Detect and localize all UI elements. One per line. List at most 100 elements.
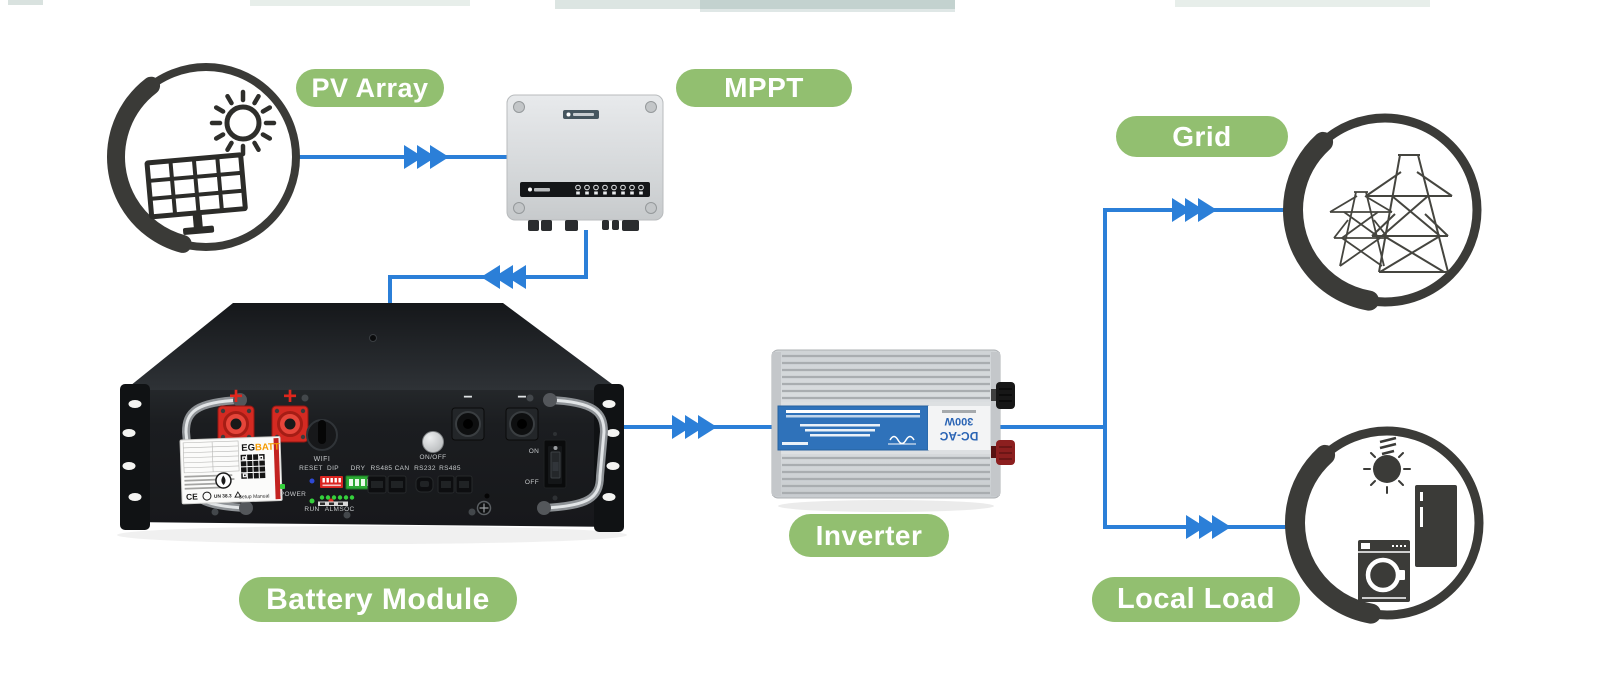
label-grid-text: Grid: [1172, 120, 1232, 152]
mppt-device: [506, 94, 664, 231]
mppt-bottom-connectors: [528, 220, 639, 231]
on-off-button: [422, 431, 444, 453]
arrow-mppt-to-battery: [481, 265, 526, 289]
mppt-corner-screws: [513, 101, 657, 214]
panel-hole: [484, 493, 490, 499]
plus-mark: +: [283, 383, 297, 410]
battery-console: RESET DIP DRY RS485 CAN RS232 RS485 POWE…: [211, 394, 567, 519]
soc-led-bar: [318, 495, 355, 506]
inverter-device: DC-AC 300W: [771, 349, 1015, 512]
inverter-shadow: [778, 500, 994, 512]
reset-led: [309, 478, 315, 484]
mppt-logo-badge: [563, 110, 599, 119]
rs485-label: RS485: [439, 465, 461, 472]
rs232-port: [415, 476, 434, 493]
rs485-ports: [437, 475, 473, 494]
inverter-dc-terminal-black: [991, 382, 1015, 409]
mppt-indicator-strip: [520, 182, 650, 197]
brand-logo: EGBATT: [241, 442, 280, 454]
grid-circle-crescent: [1283, 108, 1487, 312]
sticker-red-strip: [273, 438, 281, 500]
rs485-can-label: RS485 CAN: [370, 465, 409, 472]
battery-positive-terminal: [217, 405, 255, 443]
battery-top-face: [125, 303, 620, 390]
run-led: [309, 498, 315, 504]
dip-label: DIP: [327, 465, 339, 472]
arrow-pv-to-mppt: [404, 145, 449, 169]
setup-manual-label: Setup Manual: [239, 493, 270, 500]
arrow-to-grid: [1172, 198, 1217, 222]
solar-panel-icon: [144, 152, 248, 235]
label-battery-module: Battery Module: [239, 577, 517, 622]
rs485-can-ports: [367, 475, 407, 494]
load-circle-crescent: [1285, 421, 1489, 625]
battery-negative-terminal: [451, 407, 485, 441]
un-mark: UN 38.3: [214, 493, 232, 500]
label-battery-module-text: Battery Module: [266, 582, 490, 616]
label-inverter-text: Inverter: [815, 519, 923, 551]
battery-negative-terminal: [505, 407, 539, 441]
sticker-spec-table: [182, 440, 240, 474]
arrow-battery-to-inverter: [672, 415, 717, 439]
cert-circle-icon: [202, 491, 212, 501]
washing-machine-icon: [1358, 540, 1410, 602]
transmission-tower-large: [1365, 154, 1453, 273]
inverter-dc-terminal-red: [991, 440, 1015, 465]
plus-mark: +: [229, 383, 243, 410]
refrigerator-icon: [1415, 485, 1457, 567]
label-local-load: Local Load: [1092, 577, 1300, 622]
inverter-blue-label: [777, 405, 929, 451]
breaker-switch: [543, 432, 567, 501]
wifi-antenna: [306, 419, 338, 451]
inverter-endcap-left: [772, 352, 781, 496]
dip-switch-block: [320, 476, 343, 488]
grid-icon: [1283, 108, 1487, 312]
battery-ear-holes: [122, 400, 620, 501]
label-inverter: Inverter: [789, 514, 949, 557]
sun-icon: [209, 89, 277, 157]
battery-sticker: EGBATT CE UN 38.3 Setup Manual: [179, 436, 283, 505]
label-local-load-text: Local Load: [1116, 583, 1276, 615]
rs232-label: RS232: [414, 465, 436, 472]
label-mppt: MPPT: [676, 69, 852, 107]
ground-screw: [476, 500, 492, 516]
wire-junction-to-grid: [1103, 208, 1289, 427]
local-load-icon: [1285, 421, 1489, 625]
power-label: POWER: [280, 491, 307, 498]
breaker-on-label: ON: [529, 448, 540, 455]
pv-circle-crescent: [107, 58, 305, 256]
arrow-to-load: [1186, 515, 1231, 539]
transmission-tower-small: [1329, 191, 1393, 267]
pv-array-icon: [107, 58, 305, 256]
battery-shadow: [117, 526, 627, 544]
on-off-button-label: ON/OFF: [420, 454, 447, 461]
soc-label: SOC: [339, 506, 354, 513]
reset-label: RESET: [299, 465, 323, 472]
flame-cert-icon: [215, 472, 232, 489]
qr-code: [240, 454, 266, 479]
inverter-white-label: DC-AC 300W: [928, 406, 990, 450]
label-pv-array-text: PV Array: [311, 72, 429, 103]
label-grid: Grid: [1116, 116, 1288, 157]
battery-device: + + − − WIFI ON/OFF: [117, 303, 627, 544]
inverter-type-label: DC-AC: [939, 429, 978, 443]
inverter-endcap-right: [991, 352, 1000, 496]
power-led: [280, 484, 285, 489]
flow-arrows: [404, 145, 1231, 539]
ce-mark: CE: [186, 491, 198, 501]
dry-label: DRY: [351, 465, 366, 472]
inverter-fins: [782, 354, 990, 495]
wifi-label: WIFI: [314, 456, 331, 463]
minus-mark: −: [517, 389, 526, 406]
run-label: RUN: [304, 506, 319, 513]
wire-mppt-to-battery: [388, 230, 588, 306]
inverter-power-label: 300W: [944, 415, 973, 427]
recycle-icon: [234, 491, 242, 498]
panel-screws: [211, 394, 534, 519]
wire-junction-to-load: [1103, 427, 1291, 529]
label-mppt-text: MPPT: [724, 72, 804, 103]
alm-label: ALM: [325, 506, 340, 513]
label-pv-array: PV Array: [296, 69, 444, 107]
light-bulb-icon: [1363, 436, 1411, 494]
